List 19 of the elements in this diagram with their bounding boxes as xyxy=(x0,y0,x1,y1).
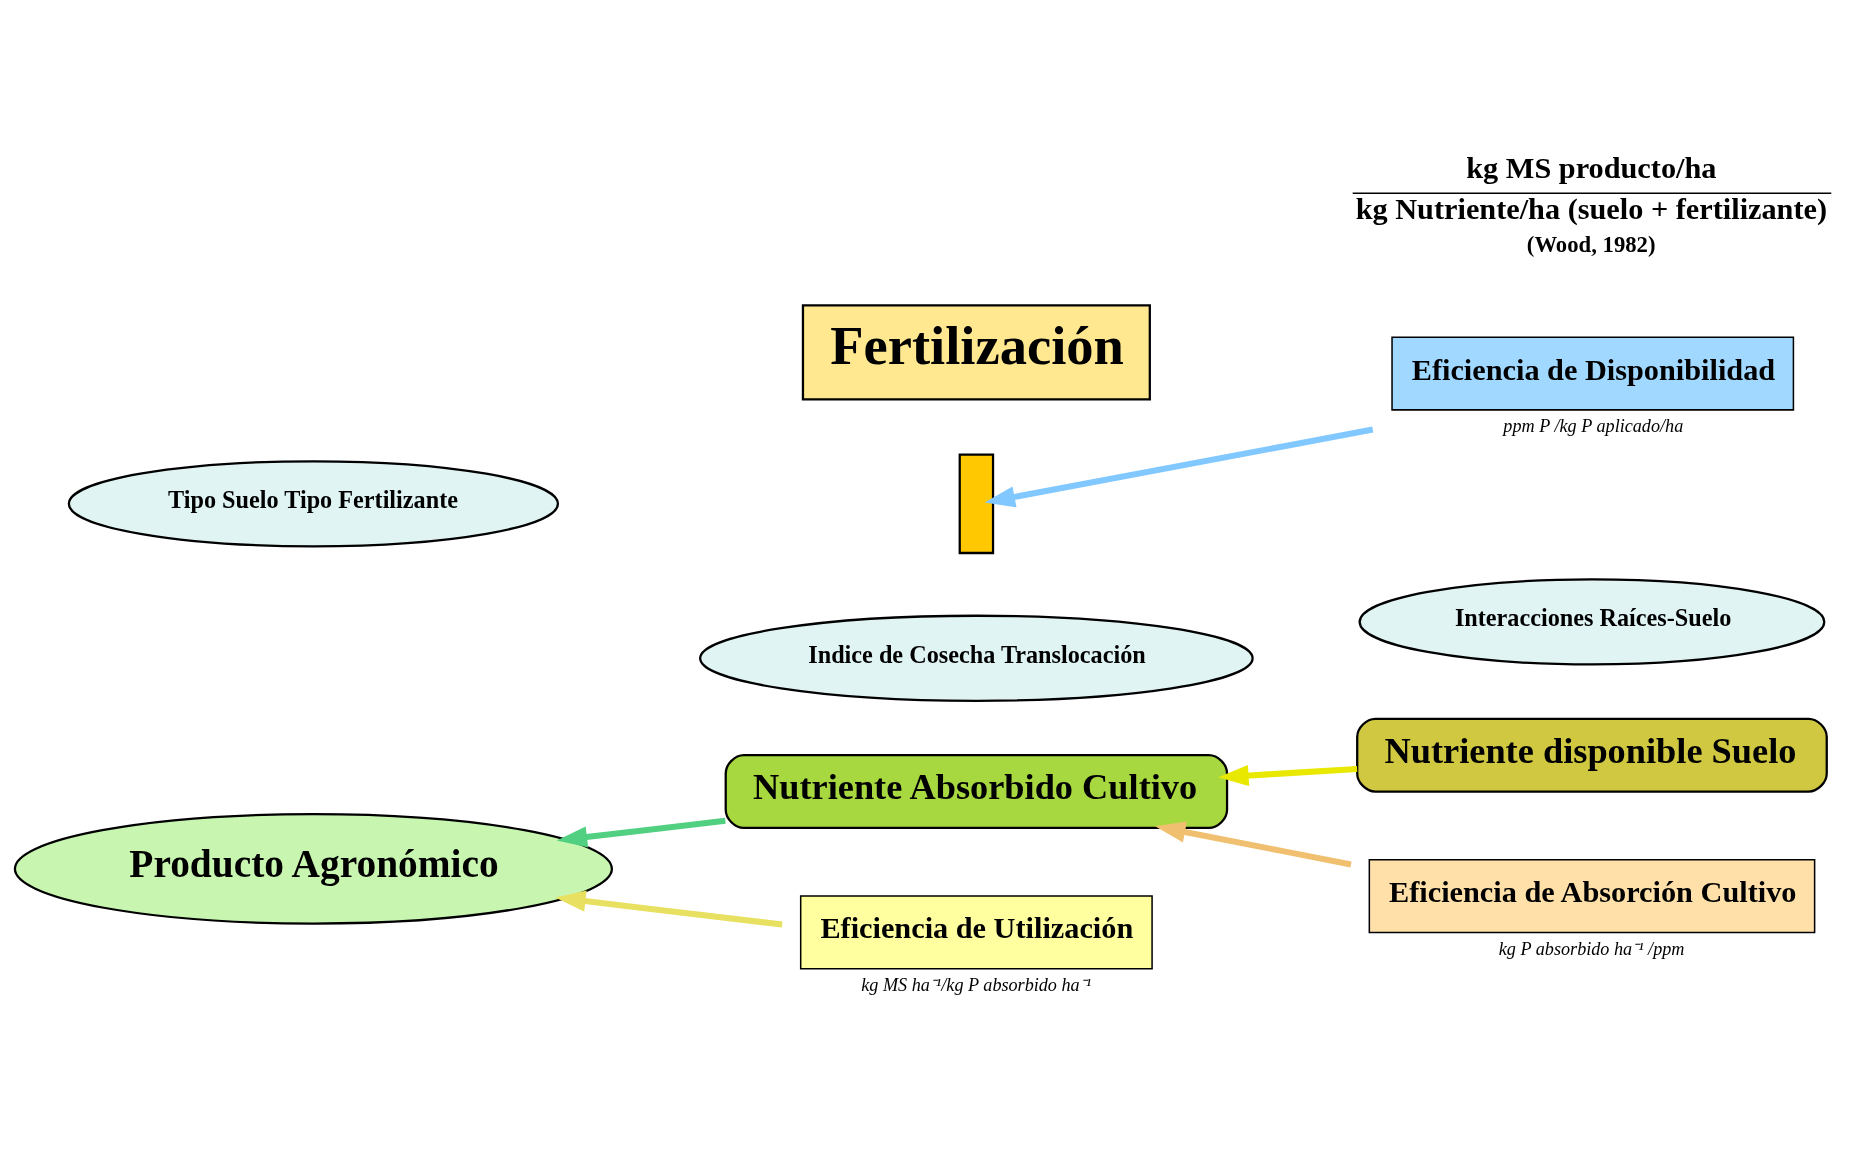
node-ellipse: Indice de Cosecha Translocación xyxy=(699,614,1254,702)
node-ellipse: Tipo Suelo Tipo Fertilizante xyxy=(67,459,560,547)
node-ellipse: Interacciones Raíces-Suelo xyxy=(1358,577,1826,666)
arrow xyxy=(1218,764,1358,786)
label: kg MS producto/ha xyxy=(1466,150,1717,185)
node-bar xyxy=(958,452,995,554)
arrow xyxy=(984,426,1374,507)
node-box: Nutriente Absorbido Cultivo xyxy=(724,753,1229,829)
arrow xyxy=(556,817,726,848)
node-label: kg P absorbido ha⁻¹ /ppm xyxy=(1498,938,1685,959)
label: (Wood, 1982) xyxy=(1526,231,1656,257)
node-box: Fertilización xyxy=(801,303,1151,400)
label: kg Nutriente/ha (suelo + fertilizante) xyxy=(1355,191,1828,226)
arrow xyxy=(555,890,783,928)
arrow xyxy=(1155,821,1352,867)
node-ellipse: Producto Agronómico xyxy=(13,812,614,925)
node-label: ppm P /kg P aplicado/ha xyxy=(1503,415,1684,436)
node-label: kg MS ha⁻¹/kg P absorbido ha⁻¹ xyxy=(861,974,1092,995)
node-box: Nutriente disponible Suelo xyxy=(1356,717,1828,793)
